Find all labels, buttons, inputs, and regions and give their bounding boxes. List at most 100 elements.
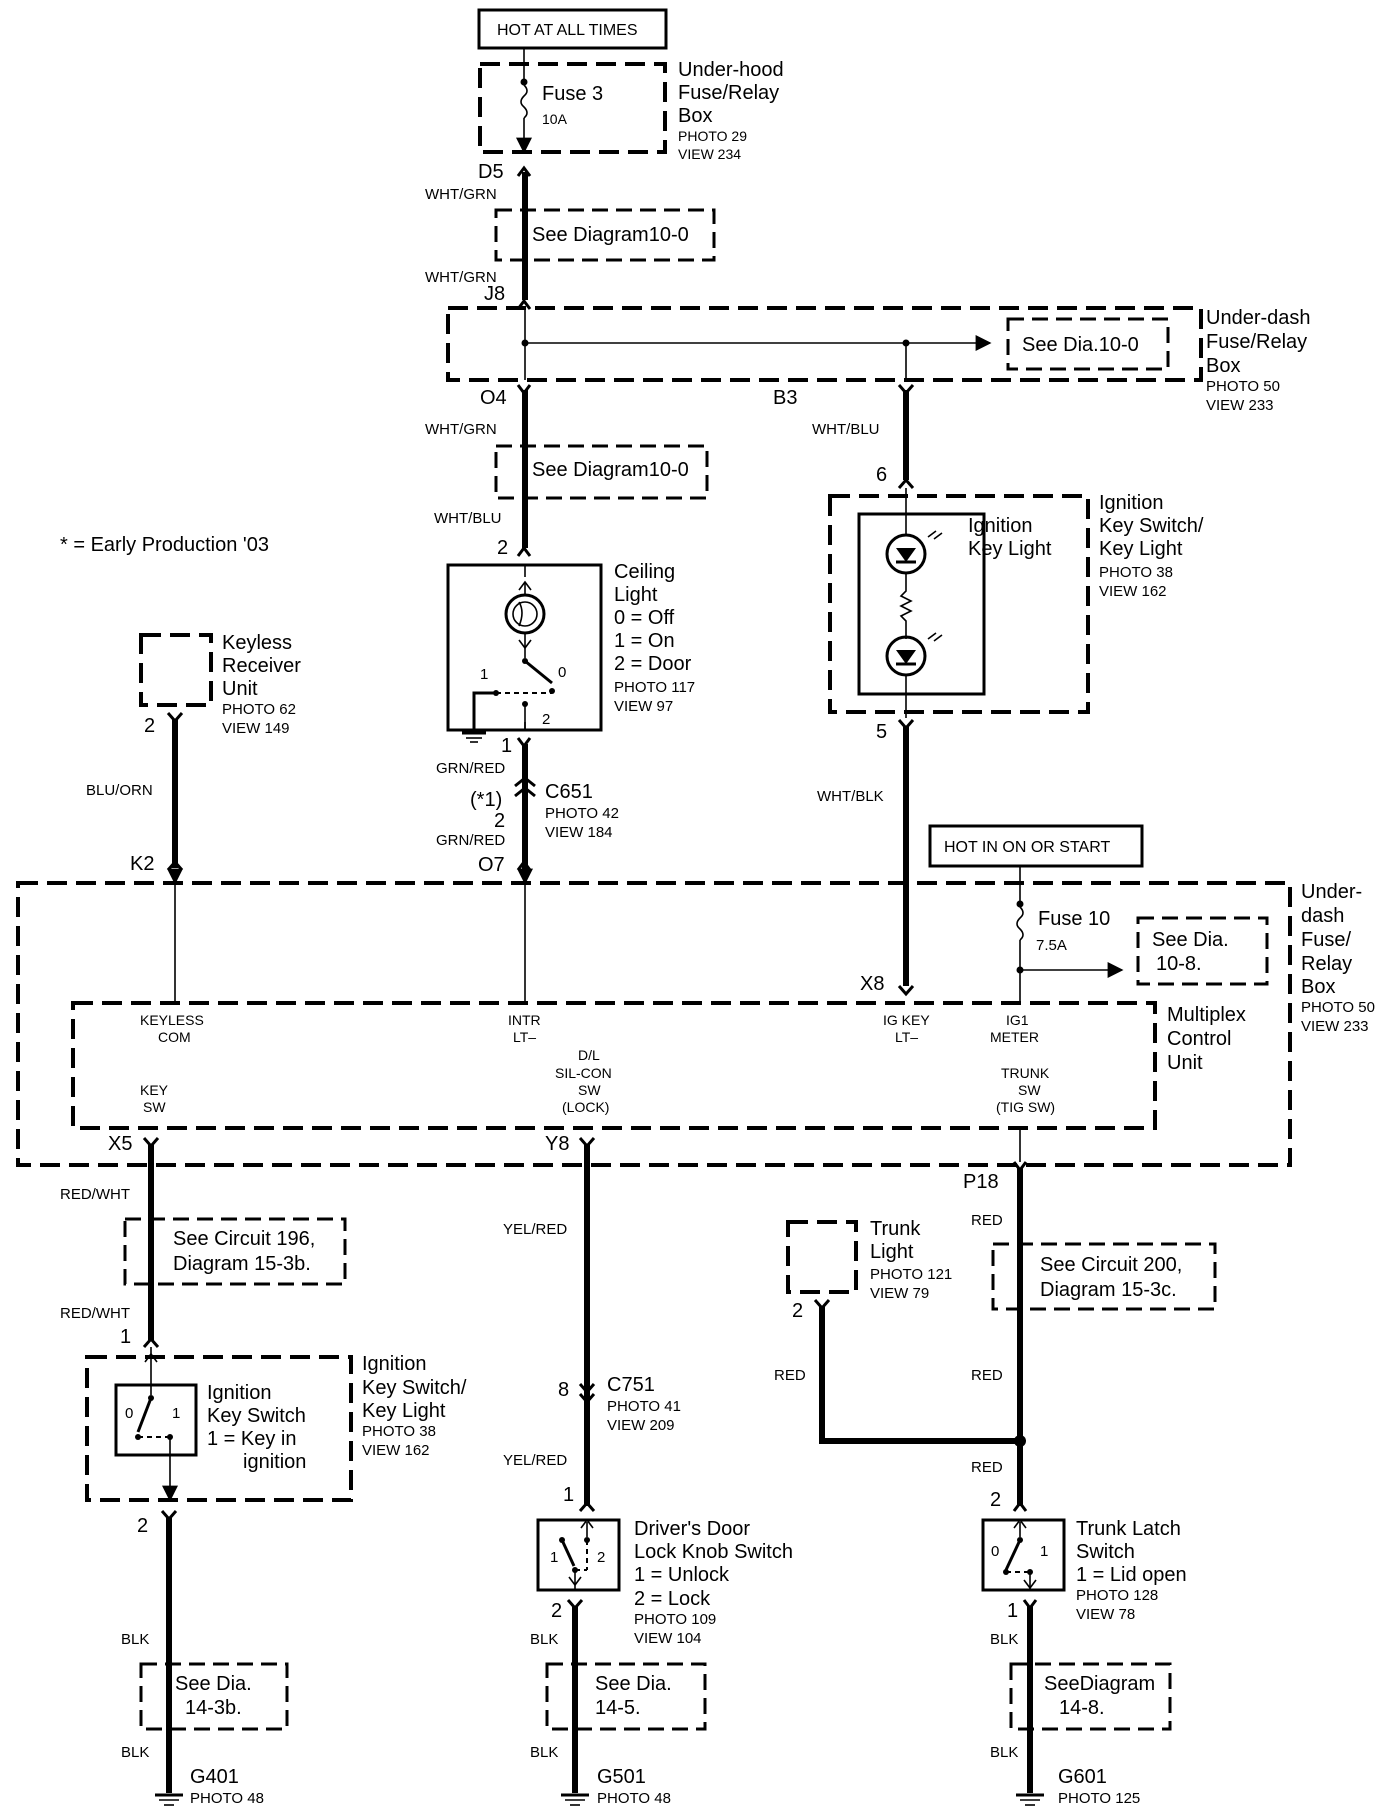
ign-key-switch-p1-label: 1 (172, 1405, 180, 1422)
wires-wht-grn-2-label: WHT/GRN (425, 269, 497, 286)
pins-y8-label: Y8 (545, 1133, 569, 1155)
pins-x5-label: X5 (108, 1133, 132, 1155)
ceiling-light-view-label: VIEW 97 (614, 698, 673, 715)
mcu-pins-trunk1-label: TRUNK (1001, 1065, 1050, 1081)
pins-cl1-label: 1 (501, 735, 512, 757)
pins-o7-label: O7 (478, 854, 505, 876)
trunk-light-photo-label: PHOTO 121 (870, 1266, 952, 1283)
wires-blu-orn-label: BLU/ORN (86, 782, 153, 799)
wires-red-4-label: RED (971, 1459, 1003, 1476)
ign-key-switch-l3-label: Key Light (362, 1400, 446, 1422)
wires-blk-4-label: BLK (530, 1744, 558, 1761)
pins-b3-label: B3 (773, 387, 797, 409)
refs-circuit196-l1-label: See Circuit 196, (173, 1228, 315, 1250)
see-dia-10-0-underdash: See Dia.10-0 (1006, 317, 1170, 371)
pins-j8-label: J8 (484, 283, 505, 305)
pins-c751-8-label: 8 (558, 1379, 569, 1401)
mcu-l3-label: Unit (1167, 1052, 1203, 1074)
trunk-latch-l3-label: 1 = Lid open (1076, 1564, 1187, 1586)
ign-key-switch-view-label: VIEW 162 (362, 1442, 430, 1459)
keyless-receiver-view-label: VIEW 149 (222, 720, 290, 737)
mcu-pins-keyless2-label: COM (158, 1029, 191, 1045)
drivers-door-photo-label: PHOTO 109 (634, 1611, 716, 1628)
refs-dia143b-l1-label: See Dia. (175, 1673, 252, 1695)
c751-view-label: VIEW 209 (607, 1417, 675, 1434)
wires-yel-red-1-label: YEL/RED (503, 1221, 567, 1238)
underhood-box-l3-label: Box (678, 105, 712, 127)
ign-key-light-l3-label: Key Light (1099, 538, 1183, 560)
wires-red-wht-2-label: RED/WHT (60, 1305, 130, 1322)
pins-o4-label: O4 (480, 387, 507, 409)
refs-dia143b-l2-label: 14-3b. (185, 1697, 242, 1719)
ceiling-light: 1 0 2 Ceiling Light 0 = Off 1 = On 2 = D… (446, 561, 695, 743)
pins-x8-label: X8 (860, 973, 884, 995)
fuse-10: Fuse 10 7.5A (1016, 866, 1124, 1003)
ign-key-switch-l1-label: Ignition (362, 1353, 427, 1375)
drivers-door-p1-label: 1 (550, 1549, 558, 1566)
pins-dd2-label: 2 (551, 1600, 562, 1622)
ign-key-light-photo-label: PHOTO 38 (1099, 564, 1173, 581)
drivers-door-view-label: VIEW 104 (634, 1630, 702, 1647)
c751-photo-label: PHOTO 41 (607, 1398, 681, 1415)
mcu-pins-dl4-label: (LOCK) (562, 1099, 609, 1115)
refs-see-dia-top-label: See Dia.10-0 (1022, 334, 1139, 356)
mcu-pins-ig1-1-label: IG1 (1006, 1012, 1029, 1028)
see-dia-14-3b: See Dia. 14-3b. (139, 1662, 289, 1731)
ign-key-switch-inner4-label: ignition (243, 1451, 306, 1473)
trunk-light-view-label: VIEW 79 (870, 1285, 929, 1302)
underdash-box-mid-l5-label: Box (1301, 976, 1335, 998)
underdash-box-top-view-label: VIEW 233 (1206, 397, 1274, 414)
refs-dia145-l1-label: See Dia. (595, 1673, 672, 1695)
drivers-door-p2-label: 2 (597, 1549, 605, 1566)
mcu-l2-label: Control (1167, 1028, 1231, 1050)
underdash-fuse-relay-box-top: Under-dash Fuse/Relay Box PHOTO 50 VIEW … (446, 306, 1311, 414)
fuse10-amps-label: 7.5A (1036, 937, 1067, 954)
ign-key-switch-p0-label: 0 (125, 1405, 133, 1422)
trunk-latch-switch: 0 1 Trunk Latch Switch 1 = Lid open PHOT… (981, 1518, 1187, 1623)
underdash-box-mid-l2-label: dash (1301, 905, 1344, 927)
wires-blk-1-label: BLK (121, 1631, 149, 1648)
pins-dd1-label: 1 (563, 1484, 574, 1506)
trunk-light: Trunk Light PHOTO 121 VIEW 79 (786, 1218, 952, 1302)
ground-g601: G601 PHOTO 125 (1016, 1766, 1140, 1807)
pins-kru2-label: 2 (144, 715, 155, 737)
refs-see-diag-1-label: See Diagram10-0 (532, 224, 689, 246)
mcu-pins-igkey2-label: LT– (895, 1029, 918, 1045)
mcu-pins-ig1-2-label: METER (990, 1029, 1039, 1045)
underdash-box-mid-l4-label: Relay (1301, 953, 1352, 975)
mcu-pins-igkey1-label: IG KEY (883, 1012, 930, 1028)
see-diagram-14-8: SeeDiagram 14-8. (1009, 1662, 1172, 1731)
c651-photo-label: PHOTO 42 (545, 805, 619, 822)
underhood-box-photo-label: PHOTO 29 (678, 128, 747, 144)
mcu-pins-intr1-label: INTR (508, 1012, 541, 1028)
wires-red-wht-1-label: RED/WHT (60, 1186, 130, 1203)
wires-red-3-label: RED (971, 1367, 1003, 1384)
underdash-box-mid-l3-label: Fuse/ (1301, 929, 1351, 951)
pins-cl2-label: 2 (497, 537, 508, 559)
drivers-door-l2-label: Lock Knob Switch (634, 1541, 793, 1563)
drivers-door-l3-label: 1 = Unlock (634, 1564, 730, 1586)
keyless-receiver-unit: Keyless Receiver Unit PHOTO 62 VIEW 149 (139, 632, 301, 737)
wires-grn-red-1-label: GRN/RED (436, 760, 505, 777)
pins-tls2-label: 2 (990, 1489, 1001, 1511)
underdash-box-top-l1-label: Under-dash (1206, 307, 1311, 329)
pins-c651-2-label: 2 (494, 810, 505, 832)
ign-key-switch-inner1-label: Ignition (207, 1382, 272, 1404)
pins-iks2-label: 2 (137, 1515, 148, 1537)
pins-iks1-label: 1 (120, 1326, 131, 1348)
pins-tls1-label: 1 (1007, 1600, 1018, 1622)
trunk-latch-view-label: VIEW 78 (1076, 1606, 1135, 1623)
ign-key-light-view-label: VIEW 162 (1099, 583, 1167, 600)
grounds-g601-photo-label: PHOTO 125 (1058, 1790, 1140, 1807)
ceiling-light-l1-label: Ceiling (614, 561, 675, 583)
mcu-pins-dl3-label: SW (578, 1082, 601, 1098)
wires-red-2-label: RED (774, 1367, 806, 1384)
underdash-fuse-relay-box-mid: Under- dash Fuse/ Relay Box PHOTO 50 VIE… (16, 881, 1375, 1167)
ceiling-light-p0-label: 0 (558, 664, 566, 681)
wires-grn-red-2-label: GRN/RED (436, 832, 505, 849)
mcu-l1-label: Multiplex (1167, 1004, 1246, 1026)
see-dia-14-5: See Dia. 14-5. (545, 1662, 707, 1731)
trunk-latch-l2-label: Switch (1076, 1541, 1135, 1563)
mcu-pins-key1-label: KEY (140, 1082, 169, 1098)
